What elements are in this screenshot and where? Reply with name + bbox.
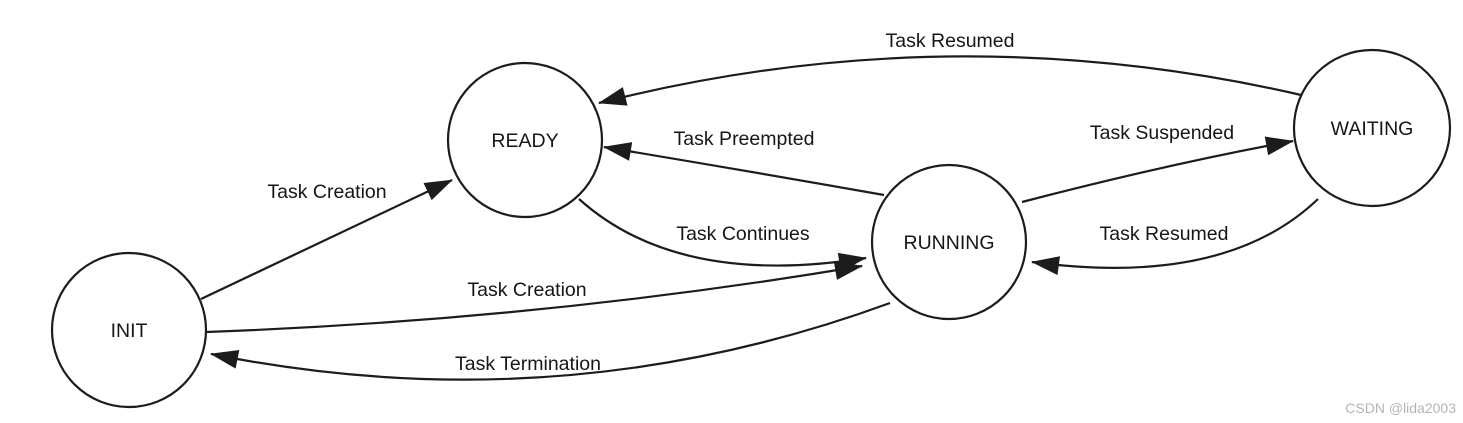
- transition-running-to-ready: Task Preempted: [603, 128, 885, 197]
- edge-running-to-init-arrow: [210, 301, 891, 381]
- state-running-circle: [870, 163, 1028, 321]
- state-waiting-circle: [1292, 48, 1452, 208]
- transition-running-to-waiting: Task Suspended: [1021, 122, 1294, 204]
- edge-waiting-to-ready-arrow: [598, 55, 1302, 106]
- transition-ready-to-running: Task Continues: [578, 198, 867, 272]
- state-node-running: RUNNING: [870, 163, 1028, 321]
- transition-init-to-ready: Task Creation: [200, 179, 453, 300]
- edge-running-to-waiting-arrow: [1021, 136, 1294, 204]
- edge-ready-to-running-label: Task Continues: [676, 223, 810, 245]
- edge-running-to-ready-label: Task Preempted: [674, 128, 815, 150]
- edge-running-to-ready-arrow: [603, 142, 885, 197]
- state-ready-circle: [446, 61, 604, 219]
- edge-init-to-running-label: Task Creation: [467, 279, 586, 301]
- state-node-init: INIT: [50, 251, 208, 409]
- state-node-ready: READY: [446, 61, 604, 219]
- transition-waiting-to-ready: Task Resumed: [598, 30, 1302, 106]
- state-node-waiting: WAITING: [1292, 48, 1452, 208]
- state-ready-label: READY: [491, 130, 558, 152]
- edge-waiting-to-running-label: Task Resumed: [1100, 223, 1229, 245]
- csdn-watermark: CSDN @lida2003: [1345, 400, 1456, 416]
- transition-waiting-to-running: Task Resumed: [1031, 198, 1319, 276]
- state-init-circle: [50, 251, 208, 409]
- edge-ready-to-running-arrow: [578, 198, 867, 272]
- state-init-label: INIT: [111, 320, 148, 342]
- edge-waiting-to-ready-label: Task Resumed: [886, 30, 1015, 52]
- edge-running-to-init-label: Task Termination: [455, 353, 601, 375]
- transition-running-to-init: Task Termination: [210, 301, 891, 381]
- edge-init-to-running-arrow: [205, 261, 863, 334]
- edge-init-to-ready-label: Task Creation: [267, 181, 386, 203]
- state-waiting-label: WAITING: [1331, 118, 1414, 140]
- transition-init-to-running: Task Creation: [205, 261, 863, 334]
- edge-running-to-waiting-label: Task Suspended: [1090, 122, 1234, 144]
- edge-init-to-ready-arrow: [200, 179, 453, 300]
- edge-waiting-to-running-arrow: [1031, 198, 1319, 276]
- state-running-label: RUNNING: [904, 232, 995, 254]
